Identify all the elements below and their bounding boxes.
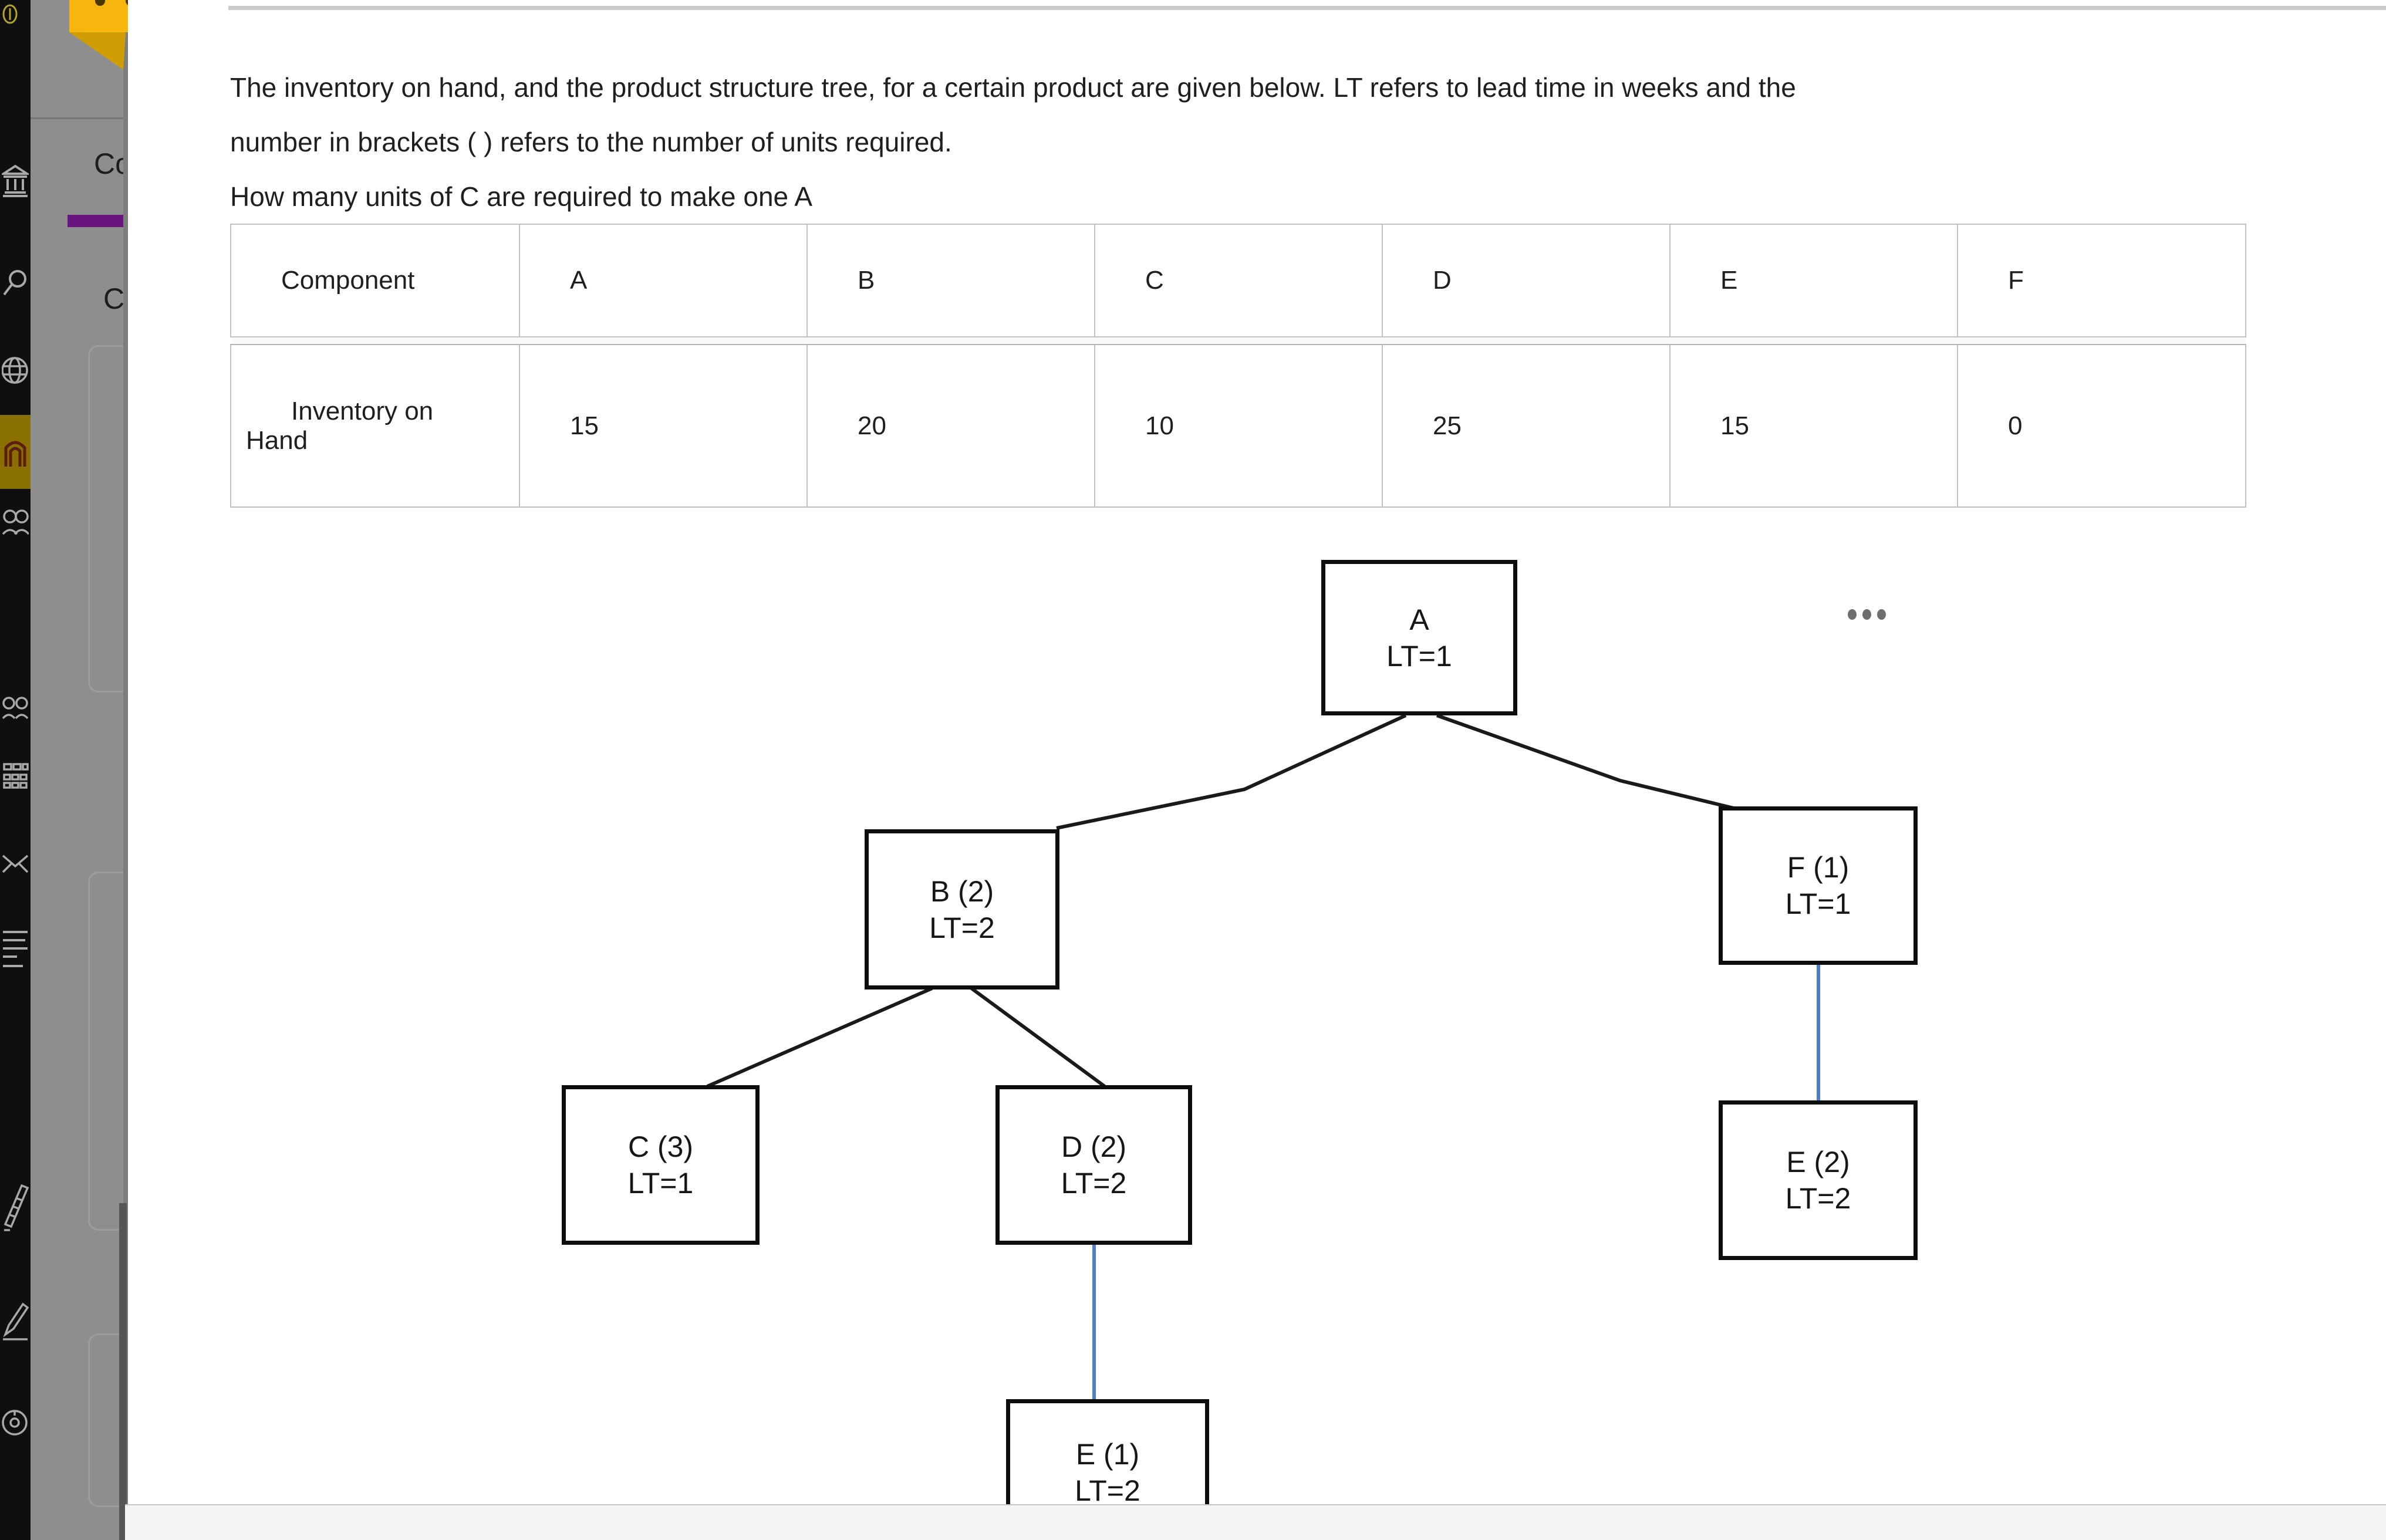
tree-node-d: D (2) LT=2 bbox=[995, 1085, 1192, 1245]
globe-icon[interactable] bbox=[2, 351, 29, 390]
tree-node-a: A LT=1 bbox=[1321, 560, 1517, 715]
sidebar-item-active[interactable] bbox=[0, 415, 31, 489]
tree-node-e-under-f: E (2) LT=2 bbox=[1719, 1100, 1918, 1260]
people-group-icon[interactable] bbox=[2, 696, 29, 723]
node-label: B (2) bbox=[930, 874, 994, 908]
row-label-line1: Inventory on bbox=[291, 396, 434, 425]
ruler-pencil-icon[interactable] bbox=[2, 1181, 29, 1231]
node-leadtime: LT=1 bbox=[627, 1167, 694, 1200]
header-cell: B bbox=[806, 224, 1095, 337]
active-tab-underline bbox=[68, 215, 128, 227]
pencil-icon[interactable] bbox=[2, 1298, 29, 1340]
footer-strip bbox=[125, 1504, 2386, 1540]
table-gap-row bbox=[231, 336, 2246, 345]
document-lines-icon[interactable] bbox=[2, 927, 29, 972]
value-cell: 20 bbox=[806, 344, 1095, 508]
panel-edge bbox=[123, 0, 128, 1540]
content-top-rule bbox=[228, 6, 2386, 10]
panel-divider bbox=[31, 117, 128, 119]
mail-icon[interactable] bbox=[2, 850, 29, 879]
header-cell: D bbox=[1382, 224, 1670, 337]
table-data-row: Inventory on Hand 15 20 10 25 15 0 bbox=[230, 344, 2246, 508]
header-cell: E bbox=[1669, 224, 1958, 337]
value-cell: 15 bbox=[1669, 344, 1958, 508]
node-label: C (3) bbox=[627, 1130, 694, 1163]
node-label: F (1) bbox=[1787, 851, 1850, 884]
node-leadtime: LT=1 bbox=[1785, 887, 1851, 920]
node-leadtime: LT=2 bbox=[929, 911, 995, 944]
dial-icon[interactable] bbox=[2, 1398, 29, 1448]
header-cell: Component bbox=[230, 224, 520, 337]
course-nav-panel: Co C bbox=[31, 0, 128, 1540]
node-leadtime: LT=2 bbox=[1075, 1474, 1140, 1507]
panel-card[interactable] bbox=[88, 872, 128, 1231]
node-leadtime: LT=1 bbox=[1386, 639, 1452, 673]
value-cell: 0 bbox=[1957, 344, 2246, 508]
panel-section-label: C bbox=[103, 282, 125, 315]
inventory-table: Component A B C D E F Inventory on Hand bbox=[230, 224, 2246, 508]
row-label-cell: Inventory on Hand bbox=[230, 344, 520, 508]
tab-courses[interactable]: Co bbox=[94, 147, 128, 180]
badge-icon[interactable] bbox=[2, 4, 29, 27]
people-icon[interactable] bbox=[2, 508, 29, 541]
tree-node-b: B (2) LT=2 bbox=[865, 829, 1059, 989]
tree-node-f: F (1) LT=1 bbox=[1719, 806, 1918, 965]
institution-icon bbox=[4, 441, 26, 467]
app-sidebar bbox=[0, 0, 31, 1540]
row-label-line2: Hand bbox=[246, 425, 308, 455]
question-content: The inventory on hand, and the product s… bbox=[128, 0, 2386, 1540]
question-line-3: How many units of C are required to make… bbox=[230, 181, 813, 212]
value-cell: 25 bbox=[1382, 344, 1670, 508]
node-label: D (2) bbox=[1061, 1130, 1127, 1163]
bank-icon[interactable] bbox=[2, 163, 29, 198]
value-cell: 10 bbox=[1094, 344, 1383, 508]
node-leadtime: LT=2 bbox=[1061, 1167, 1127, 1200]
header-cell: C bbox=[1094, 224, 1383, 337]
tree-node-c: C (3) LT=1 bbox=[562, 1085, 760, 1245]
question-line-1: The inventory on hand, and the product s… bbox=[230, 72, 1796, 103]
value-cell: 15 bbox=[519, 344, 808, 508]
question-line-2: number in brackets ( ) refers to the num… bbox=[230, 127, 952, 157]
building-grid-icon[interactable] bbox=[2, 763, 29, 802]
header-cell: F bbox=[1957, 224, 2246, 337]
ribbon-logo-mark bbox=[95, 0, 105, 6]
scrollbar-thumb[interactable] bbox=[119, 1203, 127, 1540]
panel-card[interactable] bbox=[88, 345, 128, 693]
question-text: The inventory on hand, and the product s… bbox=[230, 60, 1796, 224]
table-header-row: Component A B C D E F bbox=[230, 224, 2246, 337]
node-label: A bbox=[1409, 603, 1429, 636]
node-label: E (1) bbox=[1075, 1438, 1140, 1471]
search-icon[interactable] bbox=[2, 269, 29, 298]
more-options-icon[interactable] bbox=[1848, 609, 1886, 620]
node-label: E (2) bbox=[1786, 1146, 1850, 1178]
node-leadtime: LT=2 bbox=[1785, 1182, 1851, 1215]
header-cell: A bbox=[519, 224, 808, 337]
